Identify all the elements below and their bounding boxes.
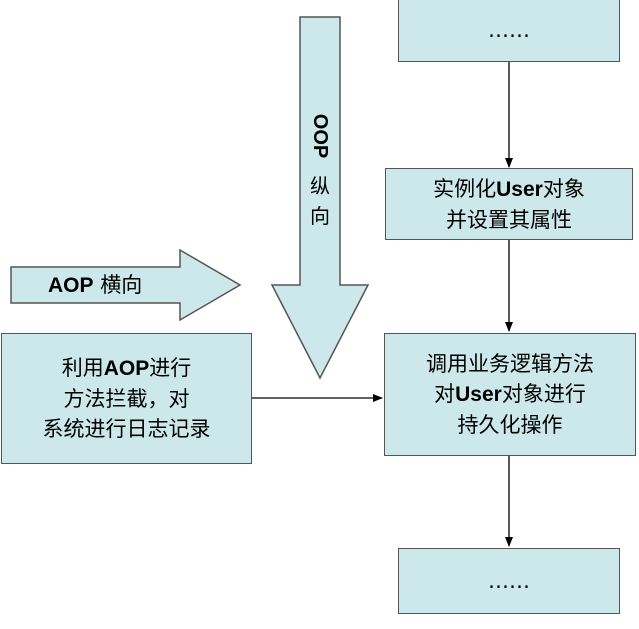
persist-text-3: 持久化操作 (457, 413, 563, 437)
top-ellipsis-text: …… (488, 18, 530, 42)
instantiate-text-1a: 实例化 (433, 176, 497, 201)
instantiate-text-1b: User (496, 177, 543, 201)
aop-horizontal-arrow (10, 248, 242, 322)
aop-intercept-text-3: 系统进行日志记录 (42, 417, 211, 441)
persist-text-2c: 对象进行 (501, 382, 586, 406)
bottom-ellipsis-text: …… (488, 569, 530, 593)
instantiate-text-1c: 对象 (542, 176, 585, 201)
aop-intercept-box: 利用AOP进行 方法拦截，对 系统进行日志记录 (1, 333, 252, 464)
top-ellipsis-box: …… (398, 0, 620, 62)
persist-user-box: 调用业务逻辑方法 对User对象进行 持久化操作 (384, 333, 636, 456)
aop-horizontal-label-b: 横向 (93, 273, 143, 297)
aop-horizontal-label: AOP 横向 (48, 270, 142, 301)
oop-vertical-arrow (270, 16, 370, 380)
aop-intercept-text-1c: 进行 (149, 356, 192, 380)
aop-intercept-text-1a: 利用 (61, 356, 104, 380)
persist-text-2b: User (455, 383, 502, 406)
bottom-ellipsis-box: …… (398, 548, 620, 614)
aop-intercept-text-1b: AOP (103, 357, 150, 380)
instantiate-text-2: 并设置其属性 (445, 207, 572, 232)
instantiate-user-box: 实例化User对象 并设置其属性 (385, 168, 633, 240)
oop-vertical-label: OOP 纵向 (308, 105, 332, 231)
oop-vertical-label-b: 纵向 (310, 174, 330, 228)
persist-text-1: 调用业务逻辑方法 (426, 352, 594, 376)
oop-vertical-label-a: OOP (309, 113, 331, 159)
aop-horizontal-label-a: AOP (48, 274, 94, 297)
aop-intercept-text-2: 方法拦截，对 (63, 387, 190, 411)
persist-text-2a: 对 (434, 382, 456, 406)
